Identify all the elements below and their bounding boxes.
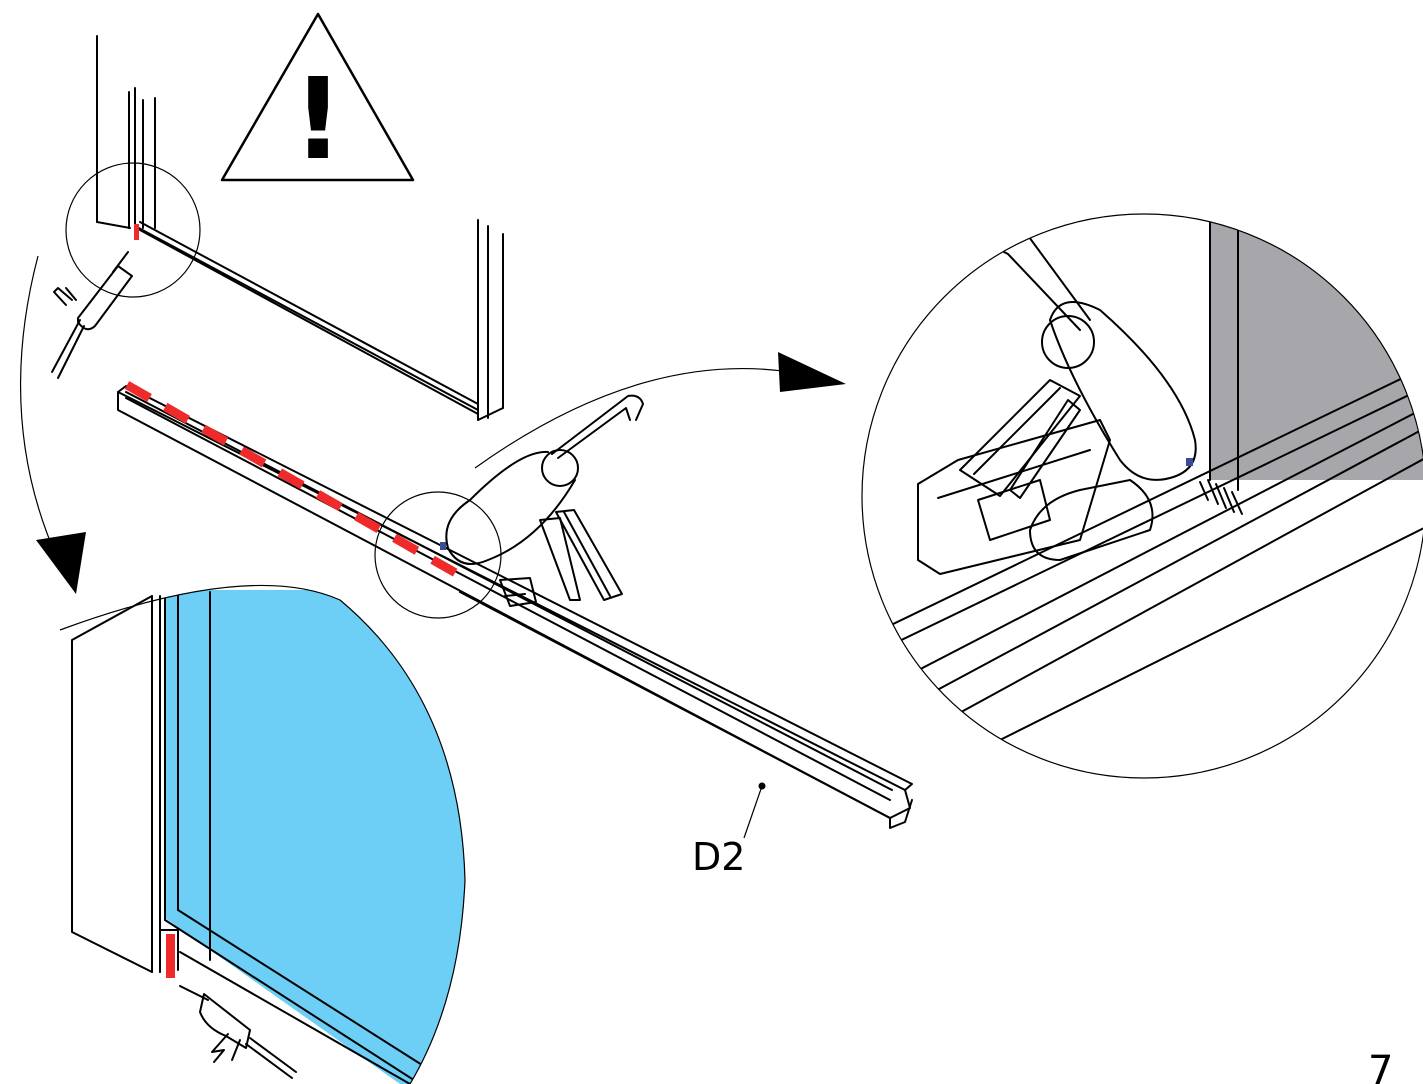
arrow-pointer-icon-right xyxy=(778,352,846,392)
right-detail-zoom xyxy=(861,213,1423,779)
bottom-profile-d2 xyxy=(117,381,913,829)
detail-circle-right xyxy=(861,213,1423,779)
sealant-mark-bottom xyxy=(166,934,175,978)
warning-triangle-icon: ! xyxy=(220,12,415,185)
sealant-mark-top xyxy=(134,224,139,240)
allen-key-tool-icon xyxy=(440,394,644,601)
glass-detail-zoom xyxy=(59,584,466,1084)
warning-symbol: ! xyxy=(292,55,343,185)
sealant-dashes xyxy=(124,381,471,584)
detail-circle-top xyxy=(65,162,201,298)
top-left-corner-assembly xyxy=(51,35,504,421)
sealant-gun-icon xyxy=(51,251,133,379)
arrow-pointer-icon xyxy=(36,532,86,594)
page-number: 7 xyxy=(1368,1048,1393,1084)
spring-coil-icon xyxy=(1199,479,1243,515)
part-label-d2: D2 xyxy=(692,835,745,879)
sealant-gun-icon-bottom xyxy=(179,985,297,1079)
